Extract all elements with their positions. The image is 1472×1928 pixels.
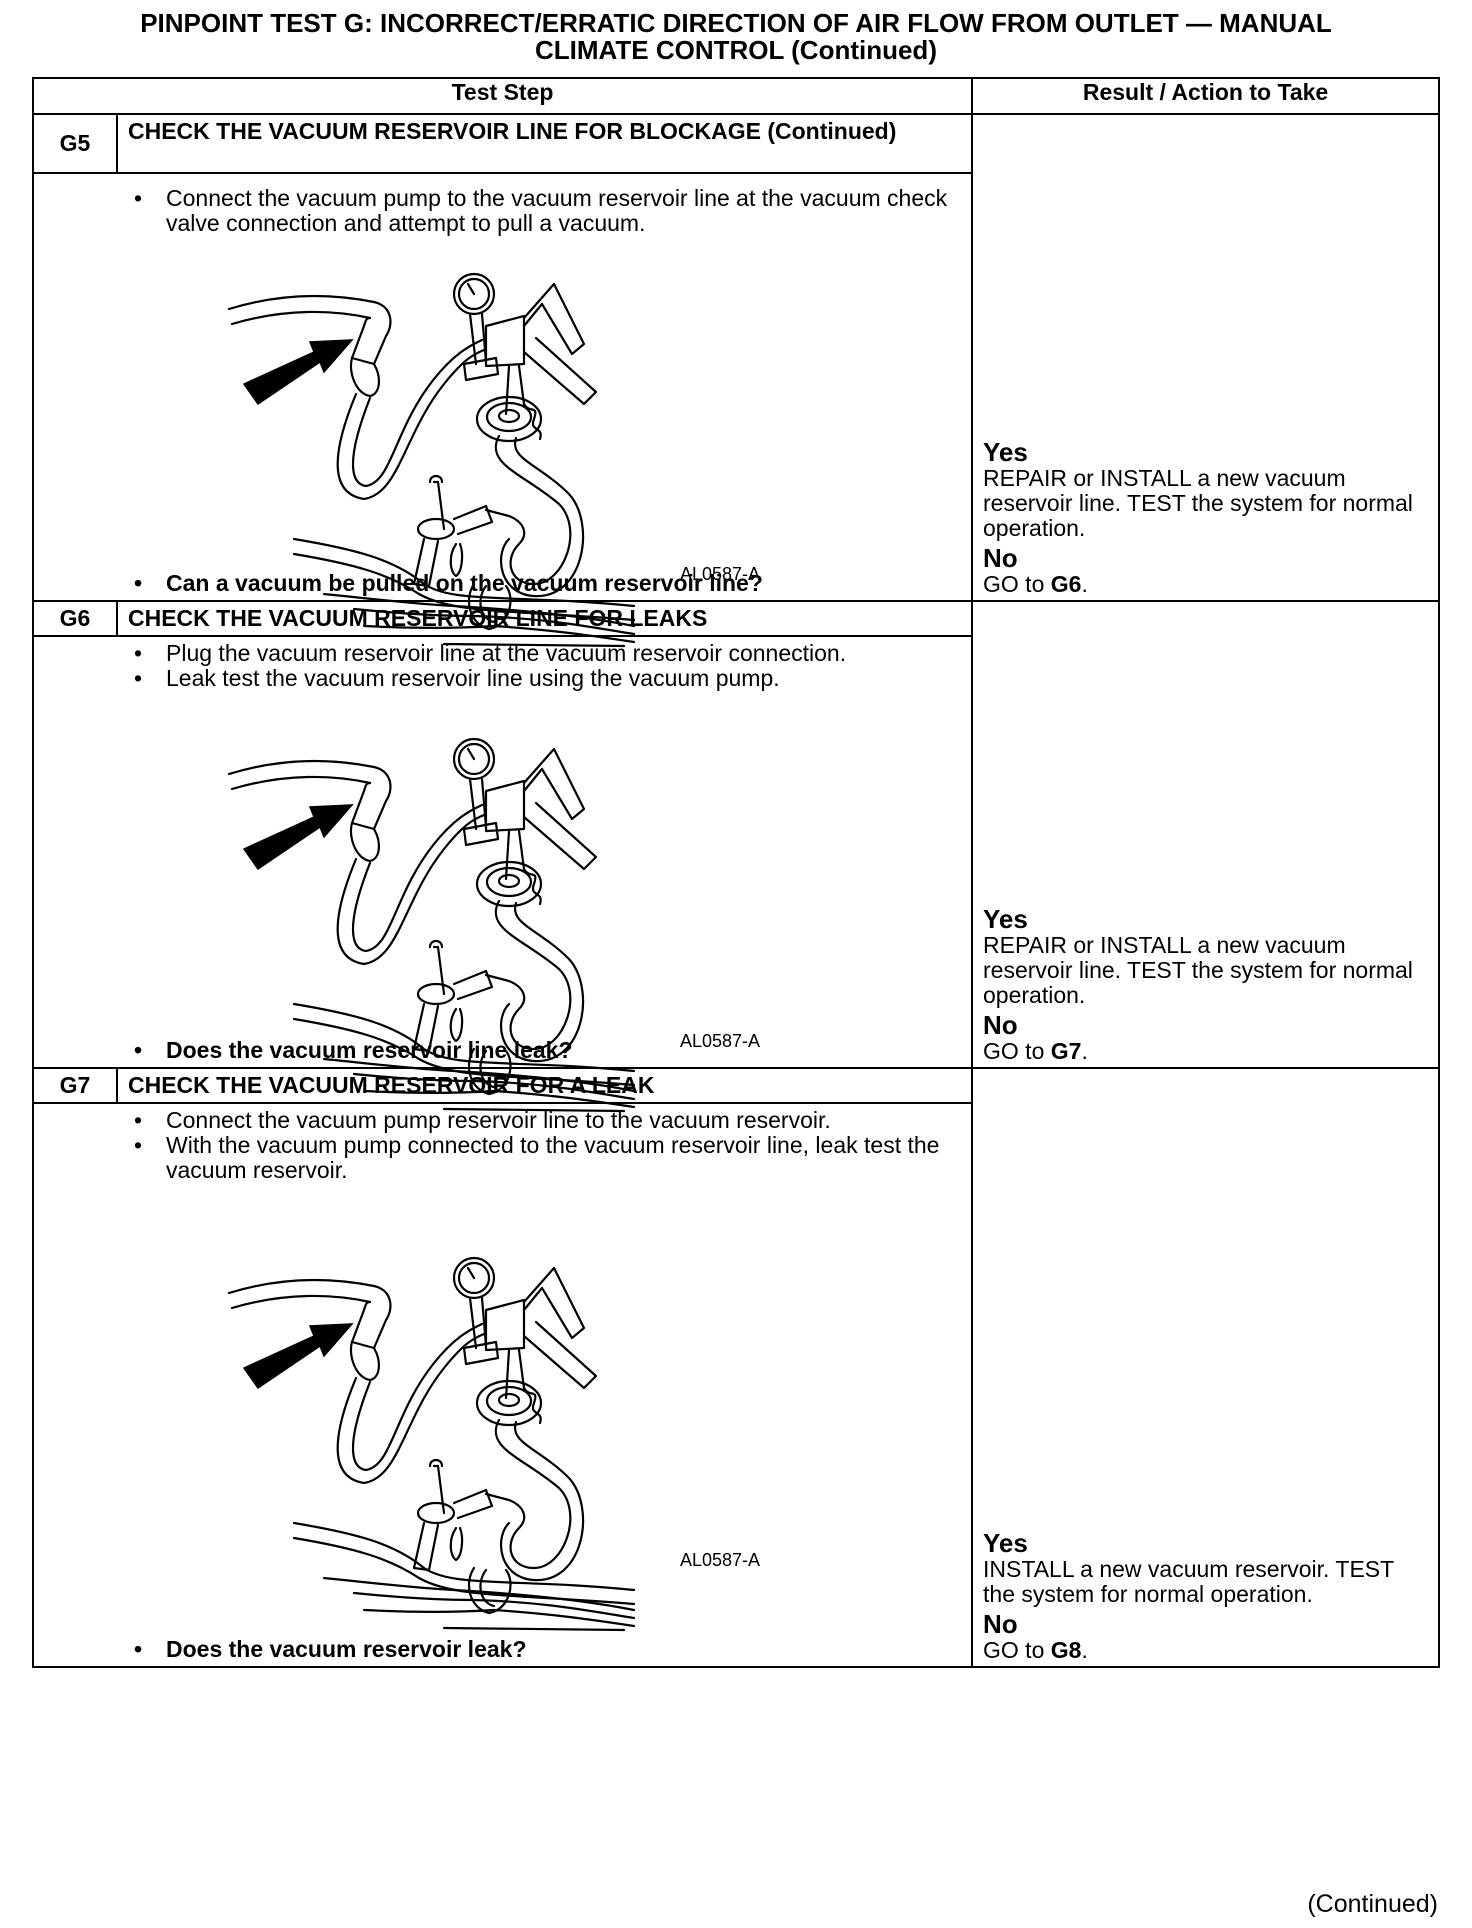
- yes-label: Yes: [983, 904, 1028, 934]
- step-bullet: •With the vacuum pump connected to the v…: [134, 1132, 940, 1183]
- header-test-step: Test Step: [31, 77, 974, 115]
- result-cell: Yes INSTALL a new vacuum reservoir. TEST…: [971, 1067, 1441, 1668]
- no-label: No: [983, 1609, 1018, 1639]
- result-cell: Yes REPAIR or INSTALL a new vacuum reser…: [971, 113, 1441, 602]
- step-question: •Does the vacuum reservoir line leak?: [134, 1037, 573, 1063]
- no-label: No: [983, 543, 1018, 573]
- vacuum-pump-illustration: [227, 272, 636, 648]
- title-line-1: PINPOINT TEST G: INCORRECT/ERRATIC DIREC…: [140, 8, 1332, 38]
- no-label: No: [983, 1010, 1018, 1040]
- step-id: G6: [32, 600, 118, 637]
- step-bullet: •Plug the vacuum reservoir line at the v…: [134, 640, 847, 666]
- step-figure: [224, 254, 824, 674]
- result-cell: Yes REPAIR or INSTALL a new vacuum reser…: [971, 600, 1441, 1069]
- continued-note: (Continued): [1307, 1890, 1438, 1918]
- no-action: GO to G6.: [983, 571, 1088, 597]
- pinpoint-test-table: Test Step Result / Action to Take G5 CHE…: [31, 77, 1441, 1668]
- step-heading-row: G6 CHECK THE VACUUM RESERVOIR LINE FOR L…: [32, 600, 1441, 1069]
- step-bullet: •Leak test the vacuum reservoir line usi…: [134, 665, 780, 691]
- table-header-row: Test Step Result / Action to Take: [31, 77, 1441, 115]
- no-action: GO to G8.: [983, 1637, 1088, 1663]
- header-result: Result / Action to Take: [971, 77, 1441, 115]
- page-title: PINPOINT TEST G: INCORRECT/ERRATIC DIREC…: [0, 10, 1472, 64]
- no-action: GO to G7.: [983, 1038, 1088, 1064]
- figure-label: AL0587-A: [680, 1550, 761, 1570]
- step-body: •Plug the vacuum reservoir line at the v…: [31, 635, 974, 1113]
- yes-action: INSTALL a new vacuum reservoir. TEST the…: [983, 1556, 1394, 1607]
- step-bullet: •Connect the vacuum pump to the vacuum r…: [134, 185, 948, 236]
- figure-label: AL0587-A: [680, 564, 761, 584]
- step-body-row: •Plug the vacuum reservoir line at the v…: [31, 635, 1439, 1113]
- vacuum-pump-illustration: [227, 737, 636, 1113]
- yes-label: Yes: [983, 437, 1028, 467]
- step-question: •Does the vacuum reservoir leak?: [134, 1636, 527, 1662]
- step-body-row: •Connect the vacuum pump reservoir line …: [31, 1102, 1439, 1668]
- yes-action: REPAIR or INSTALL a new vacuum reservoir…: [983, 932, 1413, 1008]
- title-line-2: CLIMATE CONTROL (Continued): [535, 35, 937, 65]
- figure-label: AL0587-A: [680, 1031, 761, 1051]
- step-body: •Connect the vacuum pump to the vacuum r…: [31, 172, 974, 648]
- step-id: G7: [32, 1067, 118, 1104]
- step-figure: [224, 719, 824, 1139]
- yes-action: REPAIR or INSTALL a new vacuum reservoir…: [983, 465, 1413, 541]
- step-heading-row: G5 CHECK THE VACUUM RESERVOIR LINE FOR B…: [32, 113, 1441, 602]
- step-bullet: •Connect the vacuum pump reservoir line …: [134, 1107, 831, 1133]
- step-figure: [224, 1238, 824, 1658]
- step-body-row: •Connect the vacuum pump to the vacuum r…: [31, 172, 1439, 648]
- step-id: G5: [32, 113, 118, 174]
- step-body: •Connect the vacuum pump reservoir line …: [31, 1102, 974, 1668]
- yes-label: Yes: [983, 1528, 1028, 1558]
- vacuum-pump-illustration: [227, 1256, 636, 1632]
- step-heading-row: G7 CHECK THE VACUUM RESERVOIR FOR A LEAK…: [32, 1067, 1441, 1668]
- step-heading: CHECK THE VACUUM RESERVOIR LINE FOR BLOC…: [115, 113, 974, 174]
- step-question: •Can a vacuum be pulled on the vacuum re…: [134, 570, 763, 596]
